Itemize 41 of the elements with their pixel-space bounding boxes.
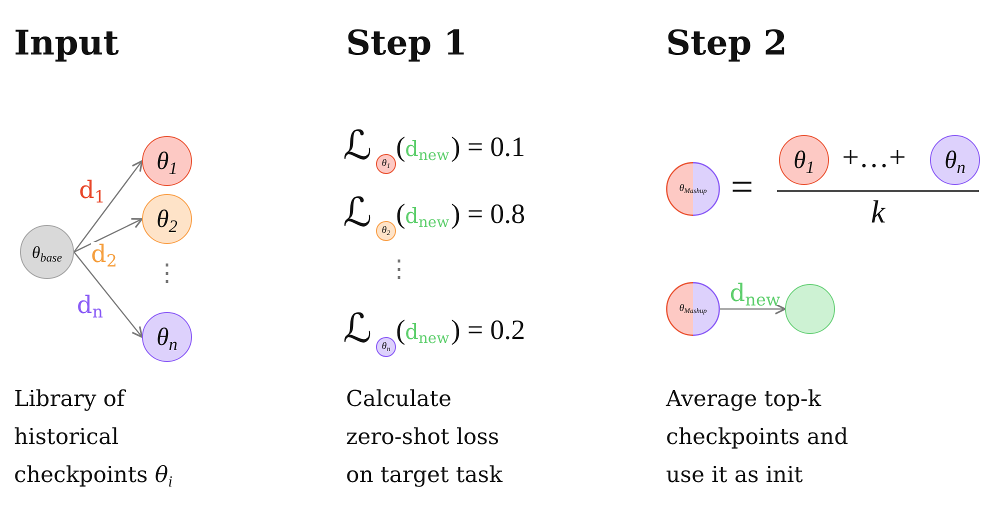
loss-symbol: ℒ <box>343 306 372 352</box>
loss-symbol: ℒ <box>343 190 372 236</box>
edge-label: d$_{1}$ <box>78 178 106 202</box>
base-model-circle: θ$_{base}$ <box>20 225 74 279</box>
checkpoint-circle: θ$_{2}$ <box>376 221 396 241</box>
arrow <box>720 303 786 315</box>
edge-label: d$_{n}$ <box>76 293 104 317</box>
checkpoint-circle: θ$_{1}$ <box>142 136 192 186</box>
parenthesis: ( <box>396 314 406 348</box>
caption: Calculate zero-shot loss on target task <box>346 386 504 490</box>
checkpoint-circle: θ$_{n}$ <box>376 337 396 357</box>
vertical-ellipsis: ⋮ <box>155 260 179 288</box>
loss-symbol: ℒ <box>343 123 372 169</box>
loss-value: ) = 0.8 <box>451 198 526 232</box>
vertical-ellipsis: ⋮ <box>387 256 411 284</box>
arrow <box>73 160 143 252</box>
edge-label: d$_{new}$ <box>730 281 780 305</box>
checkpoint-circle: θ$_{n}$ <box>142 312 192 362</box>
checkpoint-circle: θ$_{n}$ <box>930 135 980 185</box>
dataset-symbol: d$_{new}$ <box>405 204 450 228</box>
checkpoint-circle: θ$_{2}$ <box>142 194 192 244</box>
checkpoint-circle: θ$_{1}$ <box>376 154 396 174</box>
edge-label: d$_{2}$ <box>90 242 118 266</box>
arrow <box>74 252 143 338</box>
equals-sign: = <box>730 164 754 210</box>
column-heading: Step 2 <box>666 24 788 64</box>
parenthesis: ( <box>396 198 406 232</box>
plus-ellipsis: +…+ <box>842 140 906 176</box>
caption: Library of historical checkpoints θ$_{i}$ <box>14 386 174 492</box>
column-heading: Step 1 <box>346 24 468 64</box>
arrow <box>74 218 143 253</box>
denominator-k: k <box>870 194 886 230</box>
target-model-circle <box>785 284 835 334</box>
dataset-symbol: d$_{new}$ <box>405 136 450 162</box>
checkpoint-circle: θ$_{1}$ <box>779 135 829 185</box>
dataset-symbol: d$_{new}$ <box>405 320 450 344</box>
loss-value: ) = 0.1 <box>451 132 526 164</box>
loss-value: ) = 0.2 <box>451 314 526 348</box>
column-heading: Input <box>14 24 119 64</box>
caption: Average top-k checkpoints and use it as init <box>666 386 850 490</box>
parenthesis: ( <box>396 132 406 164</box>
